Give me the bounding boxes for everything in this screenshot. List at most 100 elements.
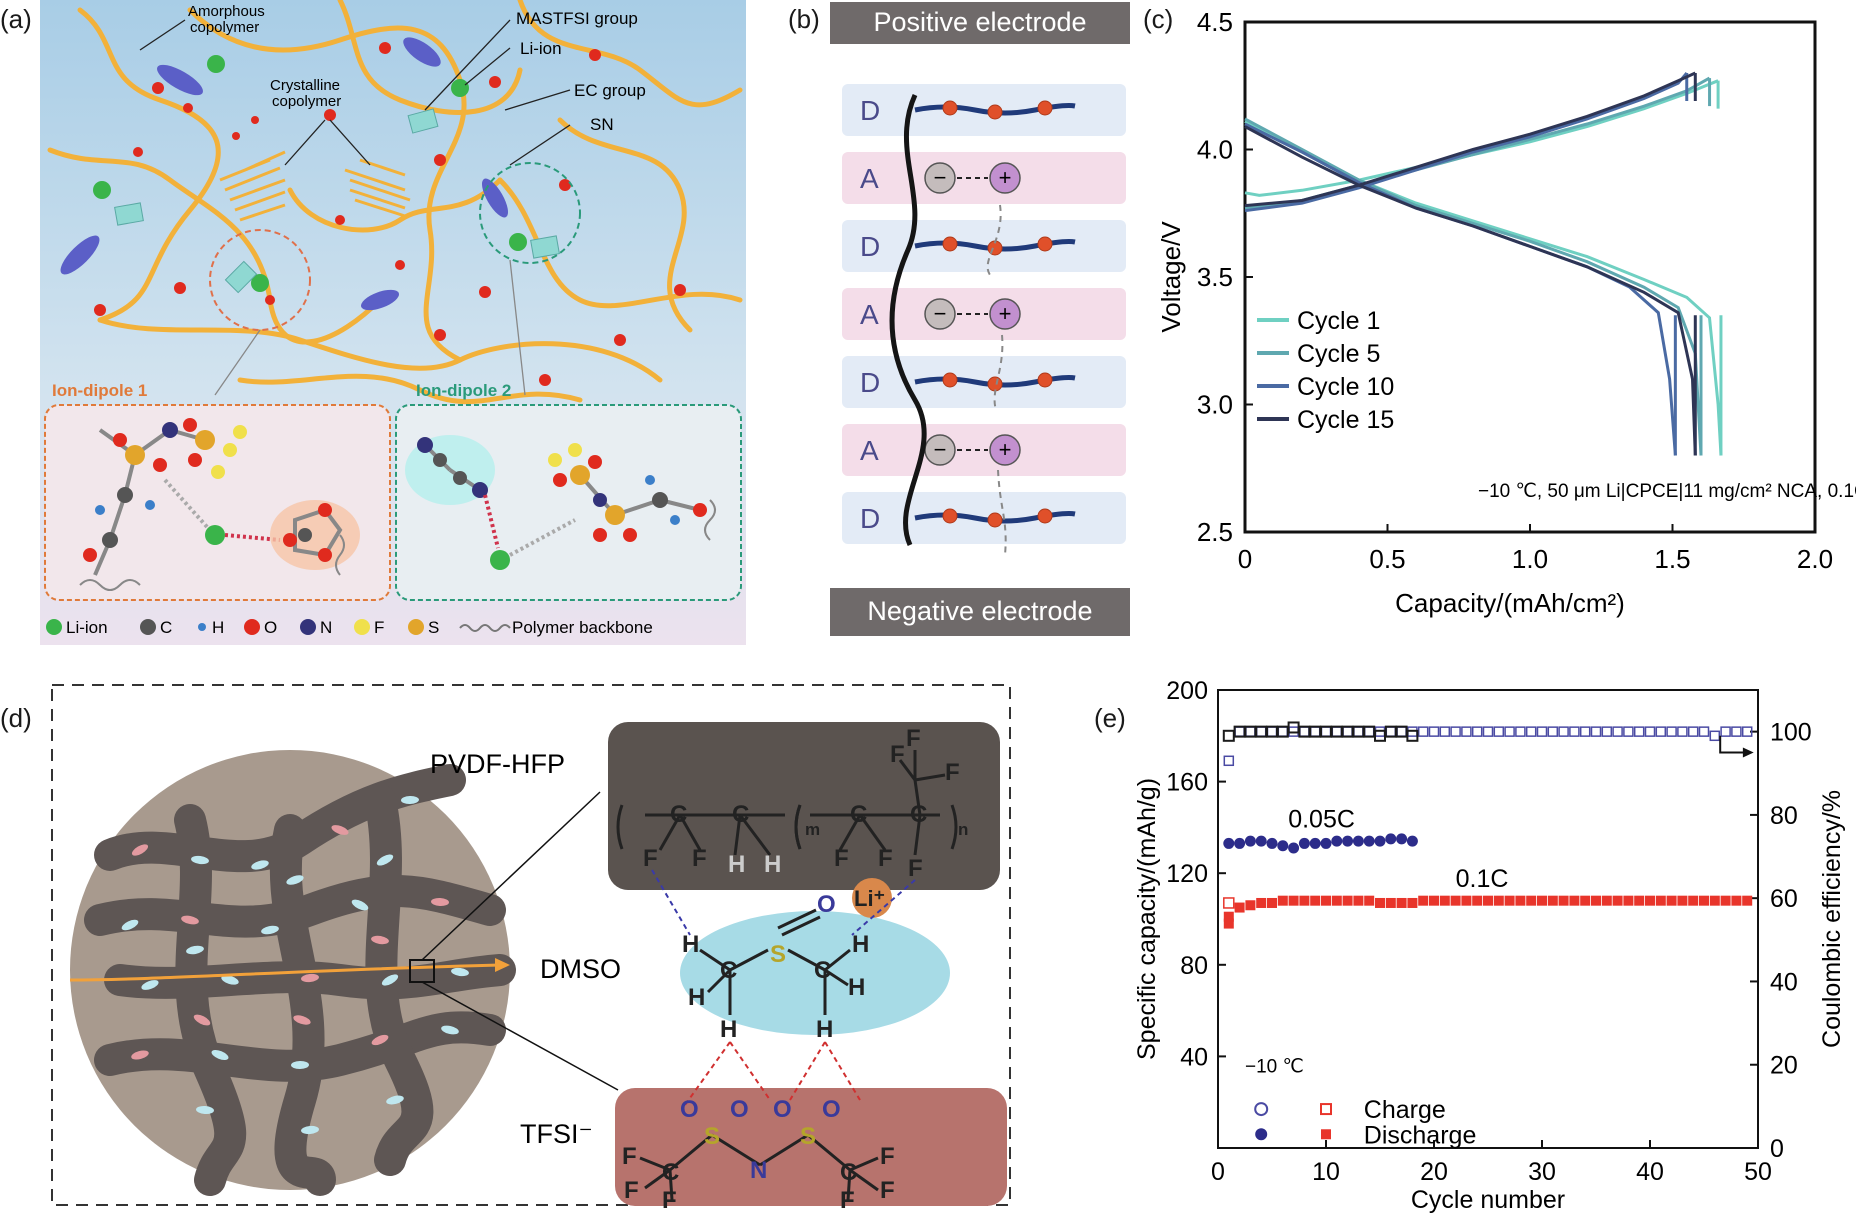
particle-26 <box>301 1125 319 1135</box>
chart-e-discharge-01c-point <box>1364 895 1375 906</box>
legend-c: C <box>160 618 172 637</box>
chart-e-discharge-01c-point <box>1537 895 1547 906</box>
particle-8 <box>261 925 279 935</box>
svg-text:S: S <box>770 941 786 968</box>
chart-e-ce-01c-point <box>1612 726 1623 737</box>
legend-n: N <box>320 618 332 637</box>
chart-e-discharge-01c-point <box>1256 897 1267 908</box>
row-7-dot-1 <box>942 508 958 524</box>
chart-c-legend-label-3: Cycle 10 <box>1297 373 1394 401</box>
chart-e-ce-01c-point <box>1579 726 1591 737</box>
chart-e-discharge-01c-point <box>1245 900 1256 911</box>
chart-e-ce-01c-point <box>1590 726 1602 737</box>
ion-path-arrow <box>69 963 501 982</box>
chart-e-ce-01c-point <box>1515 726 1526 737</box>
chart-e-discharge-005c-point <box>1223 837 1235 849</box>
svg-text:F: F <box>880 1177 895 1204</box>
ion-dipole-1-molecule <box>79 418 360 591</box>
chart-c-frame <box>1243 20 1817 534</box>
chart-e-discharge-01c-point <box>1331 895 1342 906</box>
chart-e-y2label: Coulombic efficiency/% <box>1818 790 1846 1048</box>
chart-e-discharge-005c-point <box>1406 835 1418 847</box>
chart-e-discharge-01c-point <box>1526 895 1537 906</box>
chart-c-ytick-label-0: 2.5 <box>1197 517 1233 547</box>
svg-text:n: n <box>958 820 968 839</box>
chart-e-discharge-01c-point <box>1688 895 1699 906</box>
li-plus-label: Li⁺ <box>854 886 885 911</box>
svg-text:F: F <box>834 845 849 872</box>
tfsi-hbonds <box>684 1041 861 1106</box>
donor-acceptor-rows: DA−+DA−+DA−+D <box>842 84 1126 544</box>
chart-e-discharge-01c-point <box>1493 895 1504 906</box>
chart-e-ce-01c-point <box>1677 726 1688 737</box>
row-4-minus-circle <box>924 298 956 330</box>
chart-e-ce-01c-point <box>1666 726 1677 737</box>
chart-e-discharge-01c-point <box>1720 895 1731 906</box>
chart-e-discharge-01c-point <box>1299 895 1310 906</box>
chart-e-discharge-01c-point <box>1418 895 1429 906</box>
chart-e-discharge-005c-point <box>1309 837 1321 849</box>
chart-e-discharge-01c-first-point <box>1223 918 1234 929</box>
particle-29 <box>386 1095 404 1105</box>
chart-e-ce-01c-point <box>1471 726 1483 737</box>
svg-text:O: O <box>773 1096 792 1123</box>
row-6-letter: A <box>860 435 879 466</box>
label-tfsi: TFSI⁻ <box>520 1119 593 1149</box>
chart-e-discharge-01c-point <box>1515 895 1526 906</box>
pvdf-structure <box>616 750 958 856</box>
chart-e-discharge-01c-point <box>1407 897 1418 908</box>
dmso-oval <box>680 911 950 1035</box>
row-6-plus-circle <box>989 434 1021 466</box>
chart-e-discharge-005c-point <box>1277 840 1289 852</box>
svg-text:O: O <box>730 1096 749 1123</box>
chart-e-frame <box>1217 689 1759 1149</box>
ion-dipole-2-circle <box>479 162 581 264</box>
chart-c-annotation: −10 ℃, 50 μm Li|CPCE|11 mg/cm² NCA, 0.1C <box>1478 481 1856 502</box>
dmso-bonds <box>699 908 851 1015</box>
label-sn: SN <box>590 115 614 134</box>
chart-e-discharge-01c-point <box>1234 902 1245 913</box>
chart-e-y2tick-label-5: 100 <box>1770 719 1812 747</box>
svg-text:H: H <box>688 984 705 1011</box>
svg-text:C: C <box>850 801 867 828</box>
particle-19 <box>371 1034 389 1046</box>
sn-molecules <box>60 37 508 311</box>
negative-electrode <box>830 588 1130 636</box>
chart-e-discharge-005c-point <box>1266 837 1278 849</box>
legend-f: F <box>374 618 384 637</box>
chart-e-discharge-01c-point <box>1742 895 1753 906</box>
chart-e-temperature: −10 ℃ <box>1245 1056 1304 1077</box>
chart-e-discharge-005c-point <box>1320 837 1332 849</box>
chart-e-discharge-01c-point <box>1310 895 1321 906</box>
chart-e-ce-01c-point <box>1536 726 1548 737</box>
tfsi-bonds <box>639 1133 879 1201</box>
svg-text:F: F <box>662 1187 677 1214</box>
chart-e-discharge-01c-point <box>1580 895 1591 906</box>
chart-e-legend-discharge-square <box>1321 1129 1331 1140</box>
panel-c-label: (c) <box>1143 4 1174 34</box>
row-5-letter: D <box>860 367 880 398</box>
row-2-minus-circle <box>924 162 956 194</box>
panel-a-schematic: Amorphous copolymer Crystalline copolyme… <box>40 0 746 645</box>
chart-e-y2tick-label-3: 60 <box>1770 885 1798 913</box>
particle-28 <box>371 935 389 945</box>
chart-e-discharge-01c-point <box>1483 895 1493 906</box>
row-6-minus-circle <box>924 434 956 466</box>
svg-text:C: C <box>720 957 737 984</box>
chart-e-discharge-005c-point <box>1298 837 1310 849</box>
panel-d-label: (d) <box>0 703 32 733</box>
particle-7 <box>181 915 199 925</box>
label-crystalline-2: copolymer <box>272 93 341 110</box>
svg-text:C: C <box>840 1159 857 1186</box>
chart-e-discharge-01c-point <box>1612 895 1623 906</box>
particle-12 <box>221 975 239 985</box>
chart-c-legend-label-2: Cycle 5 <box>1297 340 1380 368</box>
chart-e-charge-01c-first-point <box>1223 897 1235 909</box>
svg-text:C: C <box>732 801 749 828</box>
chart-e-xtick-label-2: 20 <box>1420 1158 1448 1186</box>
chart-e-ce-01c-point <box>1461 726 1472 737</box>
svg-text:O: O <box>680 1096 699 1123</box>
chart-c-ylabel: Voltage/V <box>1156 221 1186 333</box>
chart-e-discharge-01c-point <box>1504 895 1515 906</box>
